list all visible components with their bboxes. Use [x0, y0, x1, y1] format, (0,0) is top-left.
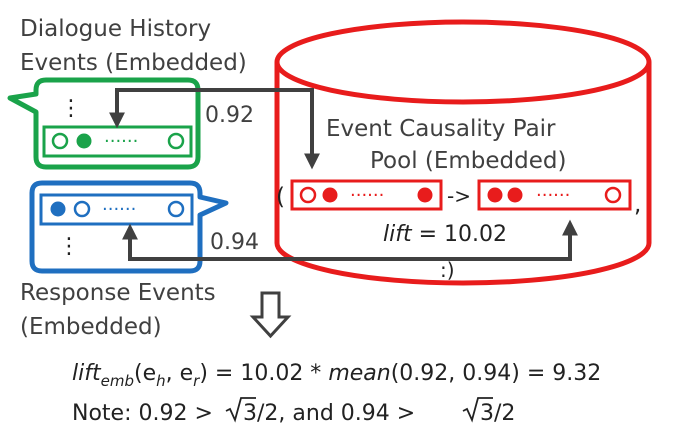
- sqrt-arg-1: 3: [243, 401, 257, 426]
- cause-vector-hollow-dot: [299, 186, 317, 204]
- pool-title-line2: Pool (Embedded): [370, 148, 566, 174]
- response-title-line1: Response Events: [20, 280, 216, 306]
- formula-mean-rest: (0.92, 0.94) = 9.32: [391, 361, 602, 386]
- formula-mean-name: mean: [328, 361, 390, 386]
- sqrt-arg-2: 3: [480, 401, 494, 426]
- formula-sub-r: r: [193, 372, 200, 390]
- pair-open-paren: (: [276, 184, 285, 210]
- response-event-vector: [39, 193, 194, 226]
- history-vector-end-dot: [167, 132, 185, 150]
- pair-comma: ,: [634, 192, 641, 218]
- sqrt-symbol-1: [225, 397, 256, 423]
- effect-vector-dots: ······: [536, 185, 570, 206]
- response-match-arrow: [122, 219, 578, 261]
- formula-sub-h: h: [156, 372, 166, 390]
- note-line: Note: 0.92 > 3 /2, and 0.94 > 3 /2: [72, 397, 515, 426]
- history-vector-hollow-dot: [51, 132, 69, 150]
- effect-event-vector: [477, 179, 632, 211]
- note-part2: /2, and 0.94 >: [257, 401, 415, 426]
- formula-args-open: (e: [134, 361, 156, 386]
- response-vector-filled-dot: [50, 201, 66, 217]
- response-vertical-ellipsis: ⋮: [58, 234, 80, 259]
- history-vector-dots: ······: [104, 131, 138, 152]
- effect-vector-end-dot: [604, 186, 622, 204]
- effect-vector-filled-dot-2: [507, 187, 523, 203]
- cause-event-vector: [290, 179, 443, 211]
- history-title-line1: Dialogue History: [20, 16, 211, 42]
- cylinder-top: [274, 19, 652, 105]
- cause-vector-dots: ······: [350, 185, 384, 206]
- lift-name: lift: [383, 222, 413, 247]
- history-vector-filled-dot: [76, 133, 92, 149]
- down-hollow-arrow: [249, 291, 292, 339]
- lift-emb-formula: liftemb(eh, er) = 10.02 * mean(0.92, 0.9…: [72, 361, 601, 390]
- history-vertical-ellipsis: ⋮: [60, 96, 82, 121]
- formula-args-mid: , e: [166, 361, 194, 386]
- pool-title-line1: Event Causality Pair: [326, 116, 556, 142]
- response-title-line2: (Embedded): [20, 314, 162, 340]
- response-vector-hollow-dot: [73, 200, 91, 218]
- history-similarity-score: 0.92: [205, 103, 254, 128]
- cause-vector-filled-dot: [322, 187, 338, 203]
- response-vector-dots: ······: [102, 199, 136, 220]
- formula-lift-name: lift: [72, 361, 102, 386]
- response-speech-bubble: [29, 180, 229, 274]
- history-speech-bubble: [7, 77, 201, 170]
- effect-vector-filled-dot-1: [487, 187, 503, 203]
- response-similarity-score: 0.94: [210, 230, 259, 255]
- sqrt-symbol-2: [462, 397, 493, 423]
- formula-lift-subscript: emb: [101, 372, 134, 390]
- pair-arrow-text: ->: [447, 184, 471, 208]
- note-part1: Note: 0.92 >: [72, 401, 213, 426]
- note-part3: /2: [494, 401, 515, 426]
- history-match-arrow: [109, 88, 320, 170]
- formula-args-close: ) = 10.02 *: [199, 361, 328, 386]
- history-title-line2: Events (Embedded): [20, 50, 247, 76]
- lift-number: = 10.02: [412, 222, 507, 247]
- response-vector-end-dot: [167, 200, 185, 218]
- cause-vector-end-dot: [417, 187, 433, 203]
- pool-closing-ellipsis: :): [440, 258, 455, 282]
- lift-value: lift = 10.02: [383, 222, 507, 247]
